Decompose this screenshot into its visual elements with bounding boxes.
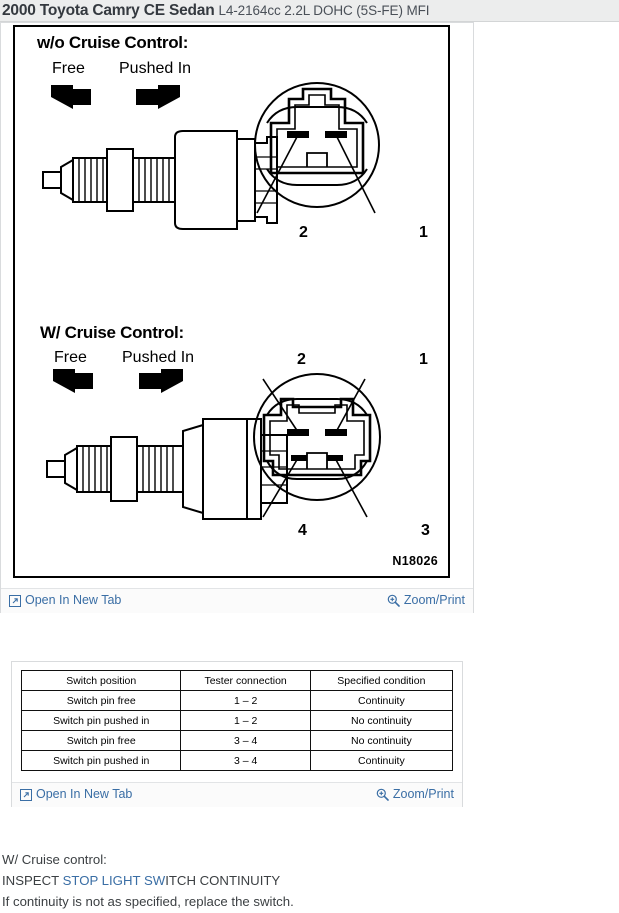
pin-label-4-w-cruise: 4 [298,522,307,539]
cell-specified-condition: Continuity [309,690,454,711]
arrow-free-2 [53,369,93,393]
switch-drawing-1 [42,130,278,230]
table-row: Switch pin free 3 – 4 No continuity [20,730,454,751]
figure-actions-spec-table: Open In New Tab Zoom/Print [12,782,462,807]
engine-subtitle: L4-2164cc 2.2L DOHC (5S-FE) MFI [218,3,430,18]
prose-line-cruise-control: W/ Cruise control: [2,852,107,867]
figure-card-connector-diagram: w/o Cruise Control: Free Pushed In 2 1 W… [0,22,474,613]
external-link-icon [20,788,32,801]
cell-specified-condition: Continuity [309,750,454,771]
inspect-prefix: INSPECT [2,873,63,888]
cell-tester-connection: 3 – 4 [180,750,311,771]
magnifier-plus-icon [387,594,400,607]
cell-switch-position: Switch pin pushed in [20,750,182,771]
pin-label-1-wo-cruise: 1 [419,224,428,241]
cell-specified-condition: No continuity [309,730,454,751]
section-title-w-cruise: W/ Cruise Control: [40,323,184,342]
arrow-pushed-in-1 [136,85,180,109]
zoom-print-link-table[interactable]: Zoom/Print [376,786,454,803]
open-in-new-tab-link-table[interactable]: Open In New Tab [20,786,132,803]
cell-specified-condition: No continuity [309,710,454,731]
arrow-free-1 [51,85,91,109]
cell-switch-position: Switch pin free [20,690,182,711]
open-in-new-tab-label-diagram: Open In New Tab [25,593,122,607]
table-row: Switch pin free 1 – 2 Continuity [20,690,454,711]
external-link-icon [9,594,21,607]
pin-label-3-w-cruise: 3 [421,522,430,539]
arrow-pushed-in-2 [139,369,183,393]
figure-actions-connector-diagram: Open In New Tab Zoom/Print [1,588,473,613]
zoom-print-label-table: Zoom/Print [392,787,454,801]
cell-switch-position: Switch pin free [20,730,182,751]
magnifier-plus-icon [376,788,389,801]
column-header-tester-connection: Tester connection [180,670,311,691]
cell-tester-connection: 3 – 4 [180,730,311,751]
switch-drawing-2 [46,418,288,520]
label-free-wo-cruise: Free [52,60,85,77]
vehicle-title: 2000 Toyota Camry CE Sedan [2,2,215,19]
zoom-print-link-diagram[interactable]: Zoom/Print [387,592,465,609]
table-header-row: Switch position Tester connection Specif… [20,670,454,691]
zoom-print-label-diagram: Zoom/Print [403,593,465,607]
pin-label-2-w-cruise: 2 [297,351,306,368]
label-pushed-in-wo-cruise: Pushed In [119,60,192,77]
label-pushed-in-w-cruise: Pushed In [122,349,195,366]
diagram-frame: w/o Cruise Control: Free Pushed In 2 1 W… [13,25,450,578]
open-in-new-tab-link-diagram[interactable]: Open In New Tab [9,592,121,609]
figure-code: N18026 [392,554,438,568]
section-title-wo-cruise: w/o Cruise Control: [37,33,189,52]
label-free-w-cruise: Free [54,349,87,366]
stop-light-switch-link[interactable]: STOP LIGHT SW [62,873,166,888]
connector-2pin [254,82,380,214]
cell-tester-connection: 1 – 2 [180,710,311,731]
cell-tester-connection: 1 – 2 [180,690,311,711]
prose-line-replace-switch: If continuity is not as specified, repla… [2,894,294,909]
column-header-specified-condition: Specified condition [309,670,454,691]
table-row: Switch pin pushed in 1 – 2 No continuity [20,710,454,731]
table-row: Switch pin pushed in 3 – 4 Continuity [20,750,454,771]
pin-label-1-w-cruise: 1 [419,351,428,368]
figure-image-connector-diagram: w/o Cruise Control: Free Pushed In 2 1 W… [1,23,473,588]
figure-card-spec-table: Switch position Tester connection Specif… [11,661,463,807]
inspect-suffix: ITCH CONTINUITY [165,873,281,888]
cell-switch-position: Switch pin pushed in [20,710,182,731]
open-in-new-tab-label-table: Open In New Tab [36,787,133,801]
connector-diagram-svg [42,82,381,520]
prose-line-inspect: INSPECT STOP LIGHT SWITCH CONTINUITY [2,871,602,892]
column-header-switch-position: Switch position [20,670,182,691]
switch-continuity-table: Switch position Tester connection Specif… [20,670,454,771]
pin-label-2-wo-cruise: 2 [299,224,308,241]
figure-image-spec-table: Switch position Tester connection Specif… [12,662,462,782]
connector-4pin [253,373,381,518]
